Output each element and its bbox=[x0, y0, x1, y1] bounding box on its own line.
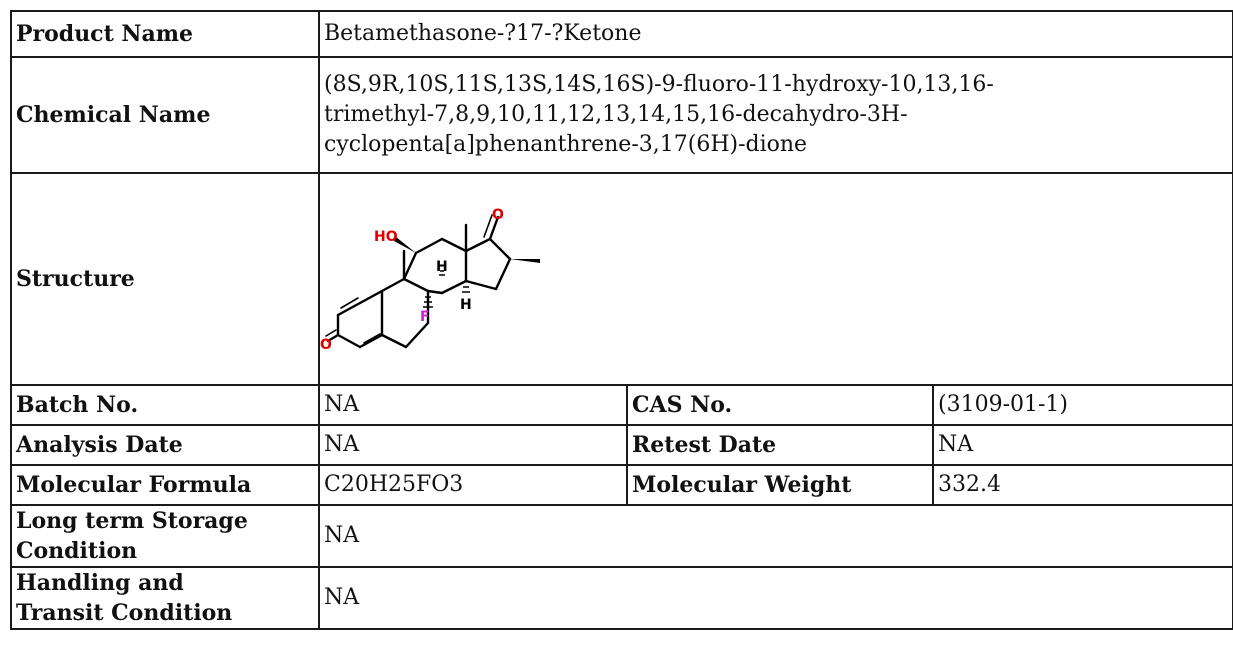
structure-cell: HO O O F H H bbox=[318, 172, 1233, 386]
structure-label: Structure bbox=[10, 172, 320, 386]
cas-no-value: (3109-01-1) bbox=[932, 384, 1233, 426]
batch-no-value: NA bbox=[318, 384, 628, 426]
analysis-date-label: Analysis Date bbox=[10, 424, 320, 466]
batch-no-label: Batch No. bbox=[10, 384, 320, 426]
chemical-name-line: cyclopenta[a]phenanthrene-3,17(6H)-dione bbox=[324, 132, 808, 157]
handling-value: NA bbox=[318, 566, 1233, 630]
molecular-weight-value: 332.4 bbox=[932, 464, 1233, 506]
molecular-formula-value: C20H25FO3 bbox=[318, 464, 628, 506]
row-chemical-name: Chemical Name (8S,9R,10S,11S,13S,14S,16S… bbox=[10, 56, 1233, 174]
row-storage: Long term Storage Condition NA bbox=[10, 504, 1233, 568]
chemical-name-label: Chemical Name bbox=[10, 56, 320, 174]
row-dates: Analysis Date NA Retest Date NA bbox=[10, 424, 1233, 466]
atom-label-o-left: O bbox=[320, 337, 332, 353]
storage-label-line: Long term Storage bbox=[16, 508, 248, 534]
storage-value: NA bbox=[318, 504, 1233, 568]
structure-image: HO O O F H H bbox=[320, 207, 540, 353]
handling-label: Handling and Transit Condition bbox=[10, 566, 320, 630]
atom-label-h: H bbox=[460, 297, 472, 313]
row-structure: Structure bbox=[10, 172, 1233, 386]
retest-date-value: NA bbox=[932, 424, 1233, 466]
product-name-label: Product Name bbox=[10, 10, 320, 58]
handling-label-line: Transit Condition bbox=[16, 600, 233, 626]
atom-label-o-top: O bbox=[492, 207, 504, 223]
product-name-value: Betamethasone-?17-?Ketone bbox=[318, 10, 1233, 58]
chemical-name-line: trimethyl-7,8,9,10,11,12,13,14,15,16-dec… bbox=[324, 102, 908, 127]
product-spec-table: Product Name Betamethasone-?17-?Ketone C… bbox=[10, 10, 1233, 630]
molecular-formula-label: Molecular Formula bbox=[10, 464, 320, 506]
handling-label-line: Handling and bbox=[16, 570, 184, 596]
cas-no-label: CAS No. bbox=[626, 384, 934, 426]
analysis-date-value: NA bbox=[318, 424, 628, 466]
chemical-name-line: (8S,9R,10S,11S,13S,14S,16S)-9-fluoro-11-… bbox=[324, 72, 994, 97]
atom-label-ho: HO bbox=[374, 229, 398, 245]
row-handling: Handling and Transit Condition NA bbox=[10, 566, 1233, 630]
atom-label-h: H bbox=[436, 259, 448, 275]
row-product-name: Product Name Betamethasone-?17-?Ketone bbox=[10, 10, 1233, 58]
chemical-name-value: (8S,9R,10S,11S,13S,14S,16S)-9-fluoro-11-… bbox=[318, 56, 1233, 174]
atom-label-f: F bbox=[420, 309, 430, 325]
storage-label: Long term Storage Condition bbox=[10, 504, 320, 568]
row-batch-cas: Batch No. NA CAS No. (3109-01-1) bbox=[10, 384, 1233, 426]
row-formula-weight: Molecular Formula C20H25FO3 Molecular We… bbox=[10, 464, 1233, 506]
storage-label-line: Condition bbox=[16, 538, 138, 564]
molecular-weight-label: Molecular Weight bbox=[626, 464, 934, 506]
retest-date-label: Retest Date bbox=[626, 424, 934, 466]
